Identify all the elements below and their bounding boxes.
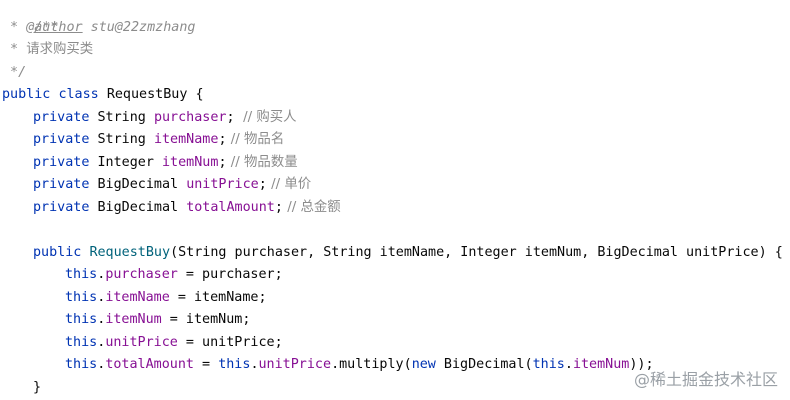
field-name: purchaser: [153, 109, 227, 125]
doc-comment-close: */: [2, 64, 27, 80]
code-line-3: * 请求购买类: [2, 39, 93, 62]
line-comment: // 购买人: [234, 109, 297, 125]
field-name: totalAmount: [186, 199, 275, 215]
field-type: String: [97, 132, 146, 147]
assignment-rhs: = itemNum;: [161, 312, 251, 327]
dot: .: [97, 289, 106, 305]
dot: .: [97, 312, 106, 327]
field-ref: unitPrice: [105, 334, 178, 350]
assignment-rhs: = unitPrice;: [177, 334, 283, 350]
constructor-call: BigDecimal(: [435, 357, 533, 372]
assign-itemname-line: this.itemName = itemName;: [65, 287, 267, 310]
keyword-new: new: [411, 357, 436, 372]
dot: .: [97, 357, 106, 372]
field-itemnum-line: private Integer itemNum; // 物品数量: [33, 152, 298, 175]
dot: .: [250, 357, 259, 372]
assign-unitprice-line: this.unitPrice = unitPrice;: [65, 332, 283, 355]
method-call: .multiply(: [331, 357, 412, 372]
doc-comment-star: *: [2, 19, 27, 35]
field-name: itemNum: [162, 154, 219, 170]
code-line-5: public class RequestBuy {: [2, 84, 204, 107]
doc-author-tag: @author: [26, 19, 83, 35]
open-brace: {: [187, 87, 204, 102]
keyword-this: this: [65, 289, 98, 305]
code-line-1: /**: [2, 0, 58, 35]
keyword-this: this: [65, 312, 98, 327]
field-ref: unitPrice: [258, 357, 332, 372]
field-type: String: [97, 109, 146, 125]
assign-purchaser-line: this.purchaser = purchaser;: [65, 264, 283, 287]
keyword-private: private: [33, 177, 90, 192]
assignment-rhs: = itemName;: [169, 289, 267, 305]
keyword-class: class: [58, 87, 99, 102]
field-unitprice-line: private BigDecimal unitPrice; // 单价: [33, 174, 311, 197]
field-type: BigDecimal: [97, 177, 179, 192]
line-comment: // 单价: [266, 177, 312, 192]
line-comment: // 总金额: [282, 199, 341, 215]
constructor-signature-line: public RequestBuy(String purchaser, Stri…: [33, 242, 783, 265]
doc-comment-open: /**: [34, 19, 59, 35]
assign-operator: =: [194, 357, 219, 372]
doc-description: 请求购买类: [26, 42, 94, 57]
code-line-2: * @author stu@22zmzhang: [2, 17, 196, 40]
field-ref: itemName: [105, 289, 170, 305]
assignment-rhs: = purchaser;: [177, 267, 283, 282]
keyword-this: this: [65, 267, 98, 282]
dot: .: [97, 334, 106, 350]
line-comment: // 物品数量: [226, 154, 298, 170]
field-ref: itemNum: [105, 312, 162, 327]
field-itemname-line: private String itemName; // 物品名: [33, 129, 284, 152]
keyword-this: this: [218, 357, 251, 372]
field-ref: totalAmount: [105, 357, 194, 372]
keyword-public: public: [2, 87, 51, 102]
constructor-name: RequestBuy: [89, 244, 171, 260]
doc-comment-star: *: [2, 42, 27, 57]
field-type: Integer: [97, 154, 154, 170]
semicolon: ;: [218, 154, 227, 170]
keyword-private: private: [33, 199, 90, 215]
field-type: BigDecimal: [97, 199, 179, 215]
field-purchaser-line: private String purchaser; // 购买人: [33, 107, 297, 130]
class-name: RequestBuy: [106, 87, 188, 102]
line-comment: // 物品名: [226, 132, 285, 147]
doc-author-value: stu@22zmzhang: [82, 19, 196, 35]
keyword-public: public: [33, 244, 82, 260]
keyword-this: this: [532, 357, 565, 372]
field-name: itemName: [153, 132, 219, 147]
semicolon: ;: [226, 109, 235, 125]
dot: .: [97, 267, 106, 282]
semicolon: ;: [274, 199, 283, 215]
keyword-private: private: [33, 154, 90, 170]
keyword-this: this: [65, 334, 98, 350]
call-end: ));: [629, 357, 654, 372]
field-ref: itemNum: [572, 357, 630, 372]
dot: .: [564, 357, 573, 372]
field-ref: purchaser: [105, 267, 178, 282]
close-brace-line: }: [33, 377, 41, 400]
keyword-private: private: [33, 109, 90, 125]
watermark: @稀土掘金技术社区: [633, 370, 778, 389]
field-name: unitPrice: [186, 177, 259, 192]
keyword-this: this: [65, 357, 98, 372]
constructor-params: (String purchaser, String itemName, Inte…: [170, 244, 783, 260]
close-brace: }: [33, 379, 42, 395]
keyword-private: private: [33, 132, 90, 147]
semicolon: ;: [258, 177, 267, 192]
assign-totalamount-line: this.totalAmount = this.unitPrice.multip…: [65, 354, 654, 377]
field-totalamount-line: private BigDecimal totalAmount; // 总金额: [33, 197, 341, 220]
semicolon: ;: [218, 132, 227, 147]
assign-itemnum-line: this.itemNum = itemNum;: [65, 309, 250, 332]
code-line-4: */: [2, 62, 26, 85]
